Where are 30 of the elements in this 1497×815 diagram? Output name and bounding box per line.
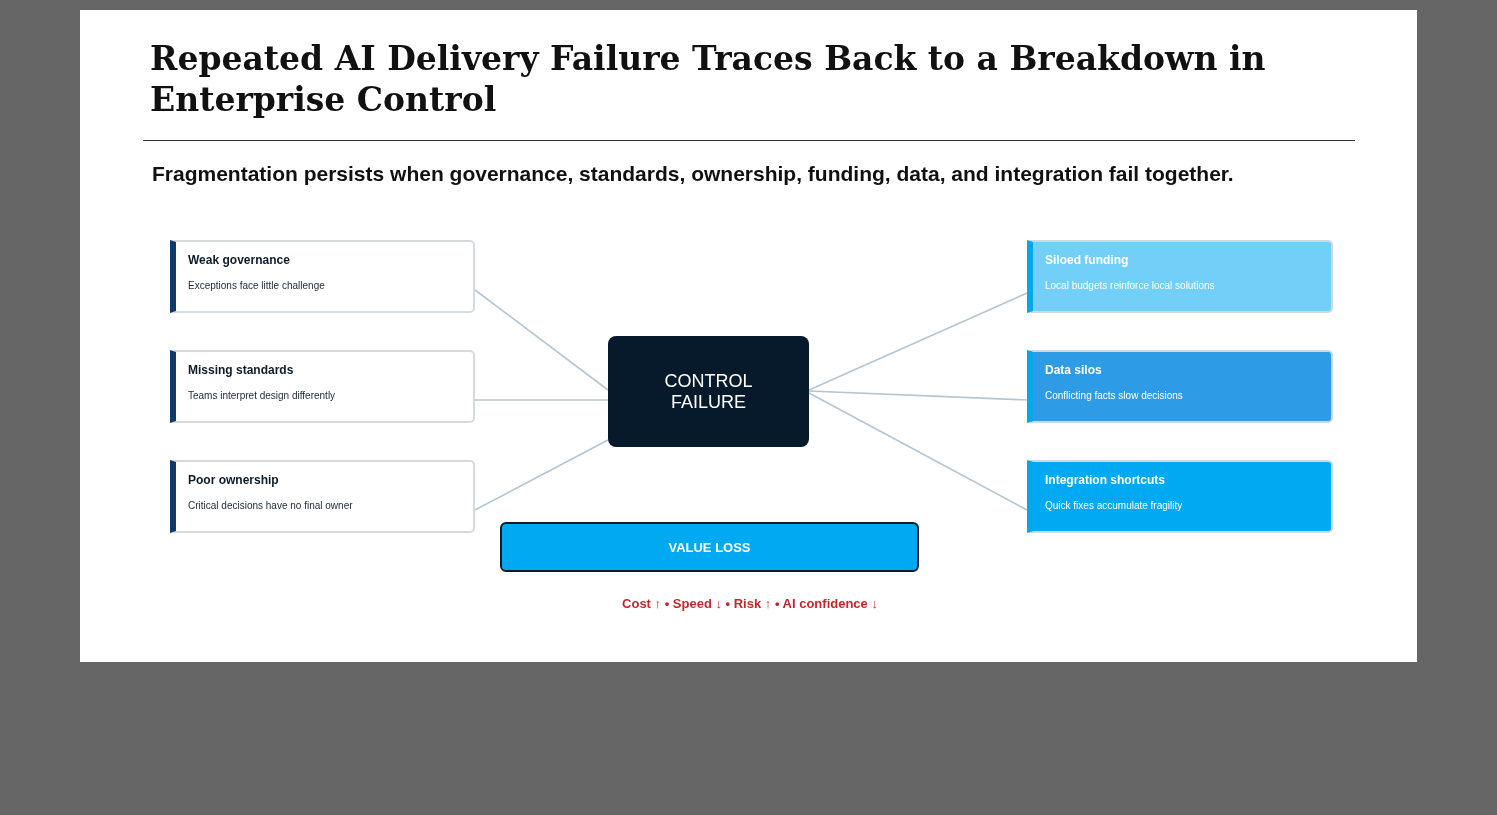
- connector-line: [808, 390, 1028, 401]
- cause-heading: Weak governance: [188, 252, 291, 268]
- result-bar: VALUE LOSS: [500, 522, 919, 572]
- cause-description: Local budgets reinforce local solutions: [1045, 279, 1216, 293]
- cause-description: Conflicting facts slow decisions: [1045, 389, 1184, 403]
- cause-card: [1027, 350, 1333, 423]
- connector-line: [474, 439, 609, 511]
- cause-card: [1027, 460, 1333, 533]
- cause-heading: Data silos: [1045, 362, 1103, 378]
- subtitle: Fragmentation persists when governance, standards, ownership, funding, data, and integration fail together.: [152, 162, 1235, 186]
- cause-heading: Missing standards: [188, 362, 295, 378]
- cause-card: [170, 460, 475, 533]
- cause-card: [170, 240, 475, 313]
- cause-description: Exceptions face little challenge: [188, 279, 326, 293]
- cause-description: Teams interpret design differently: [188, 389, 337, 403]
- cause-description: Critical decisions have no final owner: [188, 499, 354, 513]
- slide-title: Repeated AI Delivery Failure Traces Back to a Breakdown in Enterprise Control: [150, 38, 1267, 120]
- connector-line: [808, 392, 1028, 511]
- cause-heading: Poor ownership: [188, 472, 280, 488]
- hub-label: CONTROL FAILURE: [663, 370, 754, 413]
- cause-card: [1027, 240, 1333, 313]
- impact-note: Cost ↑ • Speed ↓ • Risk ↑ • AI confidence ↓: [621, 596, 879, 611]
- cause-heading: Siloed funding: [1045, 252, 1130, 268]
- connector-line: [808, 292, 1028, 391]
- cause-heading: Integration shortcuts: [1045, 472, 1166, 488]
- connector-line: [474, 289, 609, 391]
- connector-line: [474, 399, 609, 401]
- cause-description: Quick fixes accumulate fragility: [1045, 499, 1184, 513]
- hub-box: [608, 336, 809, 447]
- cause-card: [170, 350, 475, 423]
